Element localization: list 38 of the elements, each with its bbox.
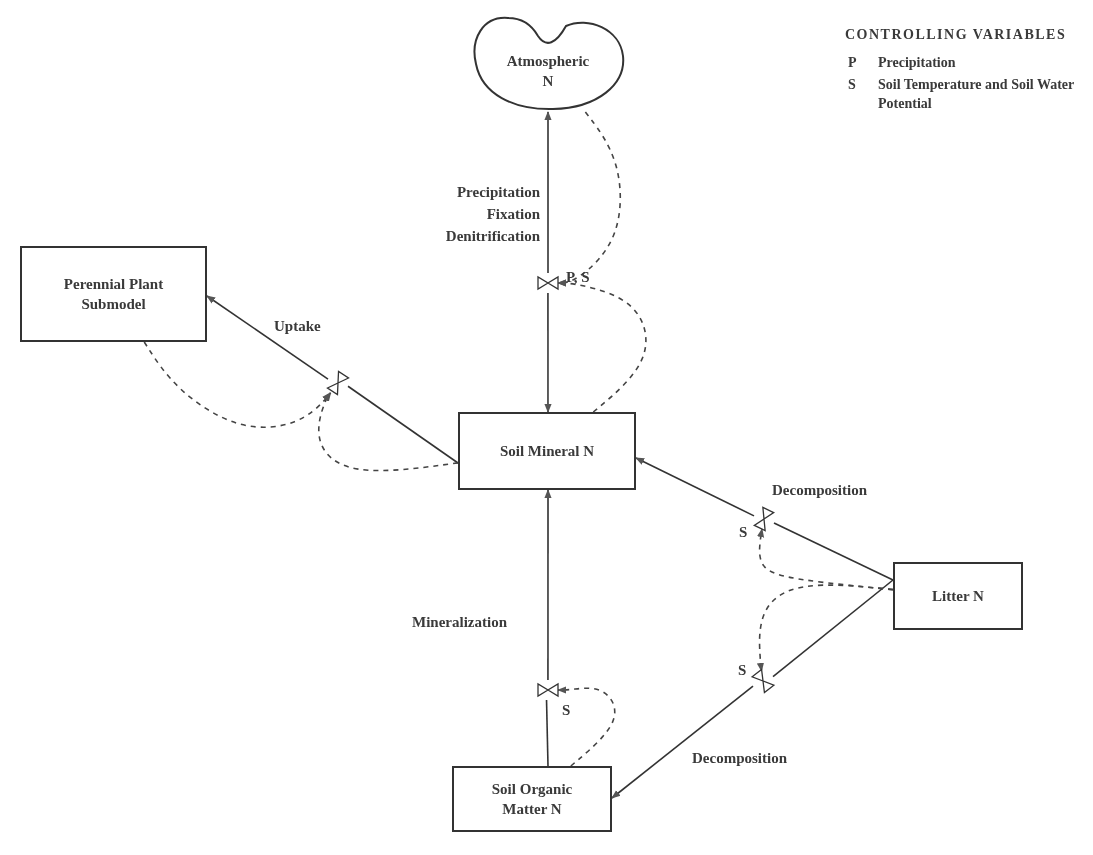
dashed-arrow — [557, 279, 647, 413]
node-label: Litter N — [932, 586, 984, 606]
valve-symbol — [753, 671, 773, 691]
valve-symbol — [328, 373, 348, 393]
control-variable-label: S — [562, 701, 571, 720]
variable-symbol: P — [848, 54, 857, 72]
valve-symbol — [754, 509, 774, 529]
valve-symbol — [538, 273, 558, 293]
arrow — [635, 457, 755, 517]
node-label: Atmospheric N — [505, 51, 591, 91]
variable-symbol: S — [848, 76, 856, 94]
dashed-arrow — [756, 584, 894, 672]
valve-symbol — [538, 680, 558, 700]
dashed-arrow — [317, 392, 459, 472]
arrow — [544, 111, 552, 274]
control-variable-label: S — [739, 523, 748, 542]
legend-heading: CONTROLLING VARIABLES — [845, 26, 1068, 44]
arrow — [544, 292, 552, 413]
compartment-box — [452, 766, 612, 832]
node-label: Soil Organic Matter N — [490, 779, 574, 819]
variable-description: Soil Temperature and Soil Water Potential — [878, 76, 1076, 113]
flow-line — [347, 385, 459, 464]
node-label: Soil Mineral N — [499, 441, 595, 461]
flow-line — [772, 579, 894, 678]
arrow — [544, 489, 552, 681]
arrow — [206, 295, 329, 380]
arrow — [611, 685, 754, 799]
variable-description: Precipitation — [878, 54, 956, 72]
flow-line — [773, 522, 894, 581]
compartment-box — [458, 412, 636, 490]
dashed-arrow — [143, 341, 332, 429]
node-label: Perennial Plant Submodel — [62, 274, 165, 314]
control-variable-label: S — [738, 661, 747, 680]
dashed-arrow — [557, 686, 616, 767]
compartment-box — [20, 246, 207, 342]
control-variable-label: P, S — [566, 268, 590, 287]
compartment-box — [893, 562, 1023, 630]
flow-line — [545, 699, 549, 767]
